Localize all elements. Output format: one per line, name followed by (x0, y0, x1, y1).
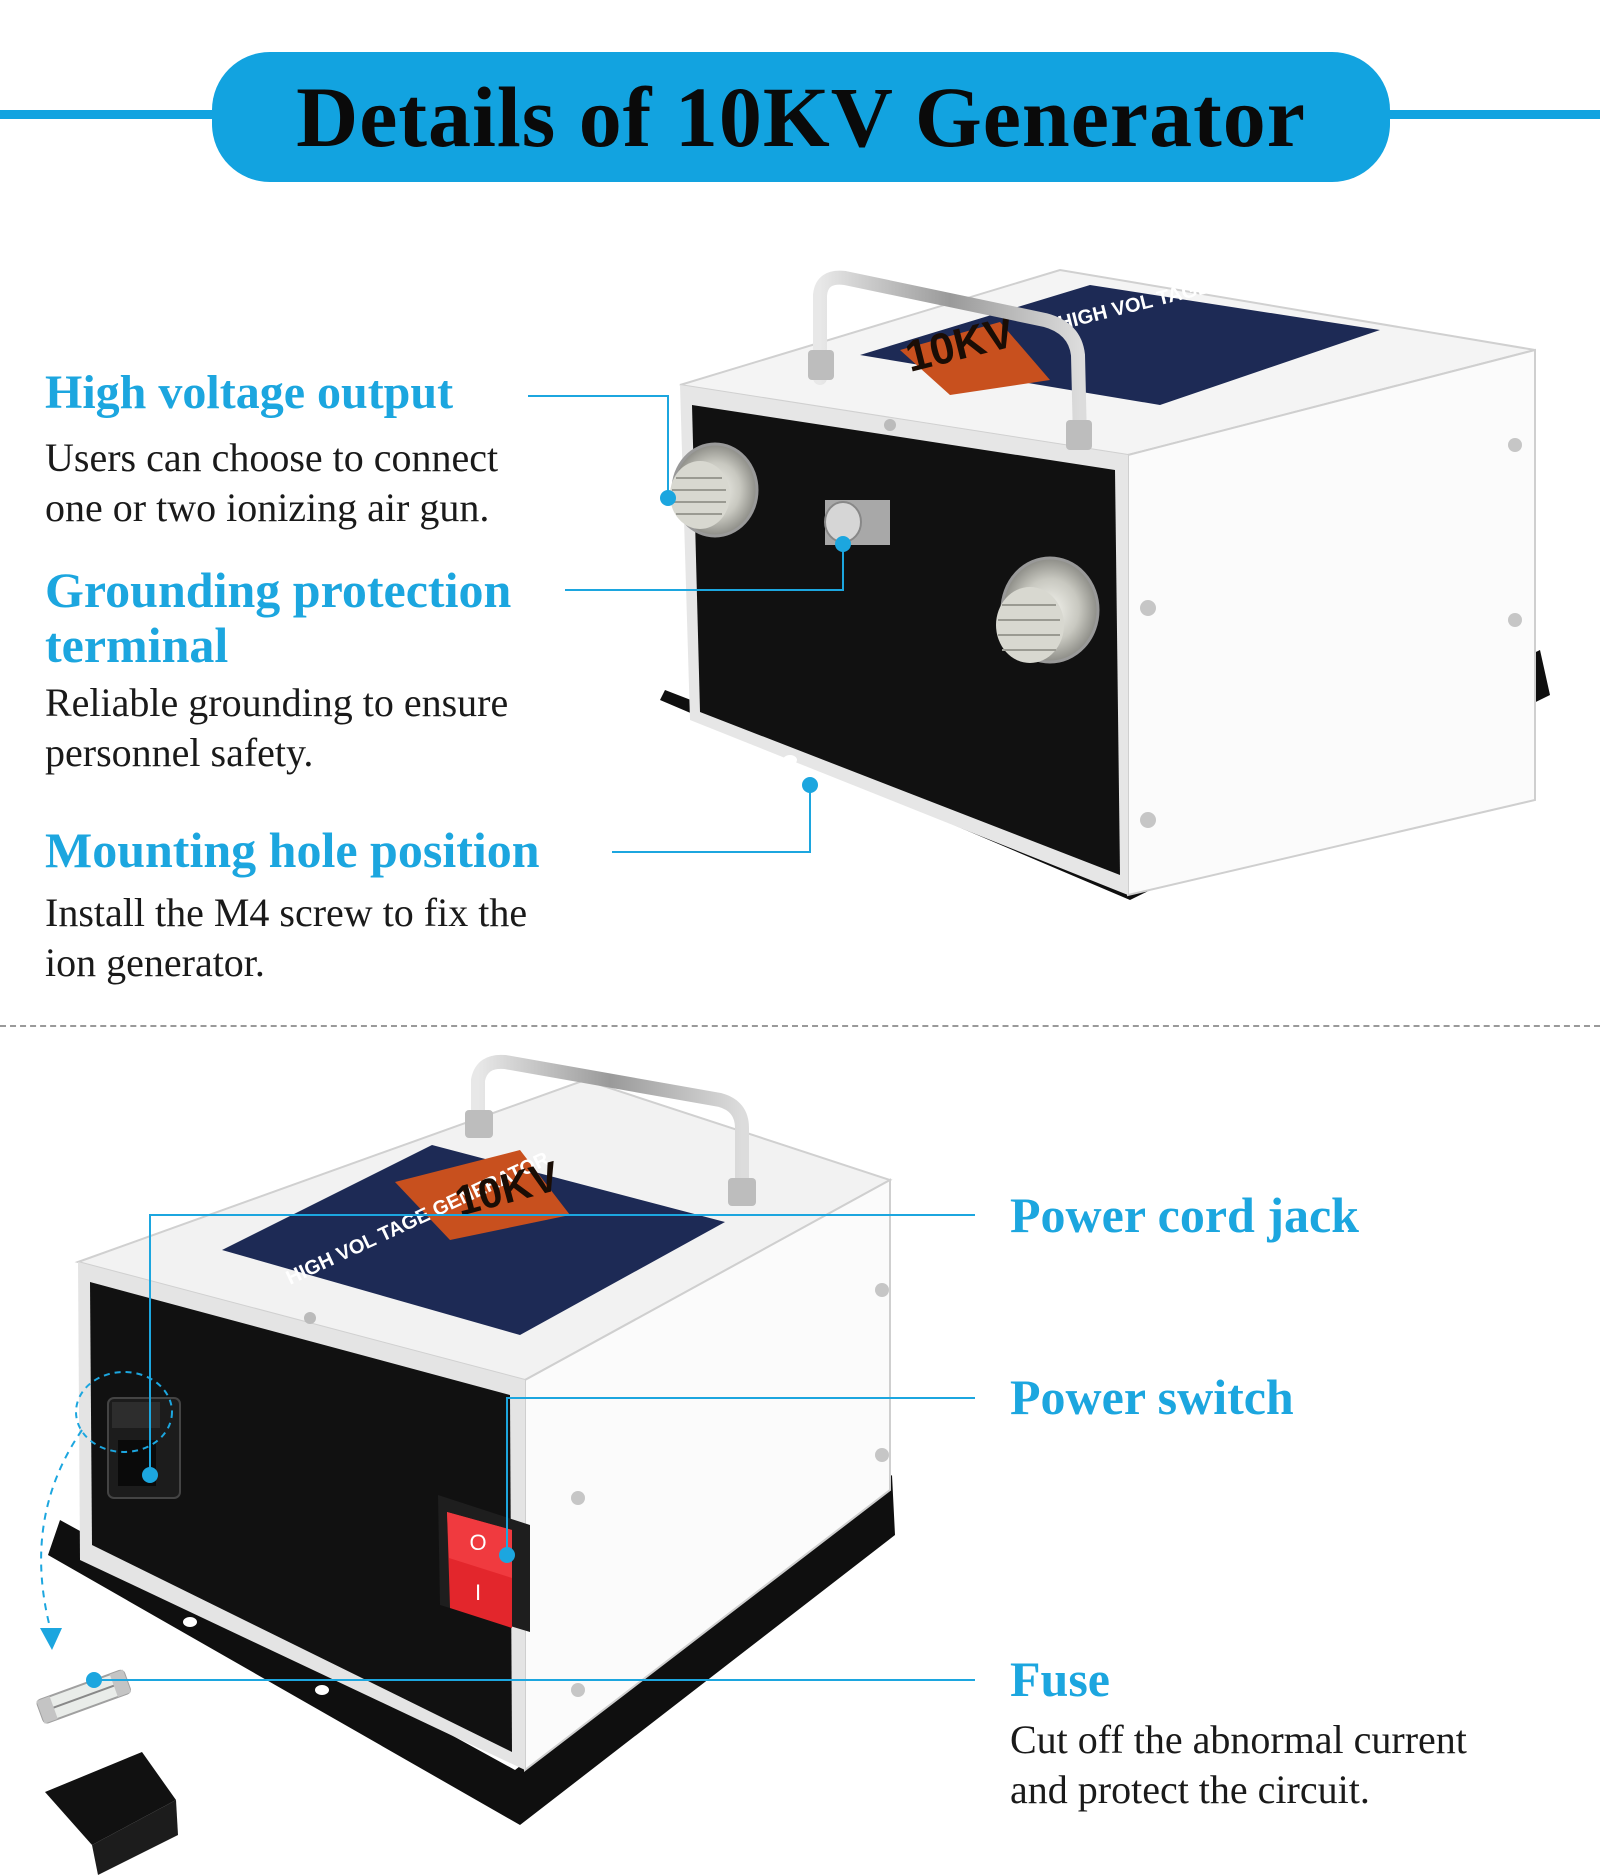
feature-heading-grounding-protection: Grounding protection (45, 562, 512, 618)
feature-desc-line: and protect the circuit. (1010, 1767, 1370, 1812)
feature-desc-line: Install the M4 screw to fix the (45, 890, 528, 935)
callout-dot-icon (142, 1467, 158, 1483)
banner-line-left (0, 110, 230, 119)
fuse-image (36, 1669, 178, 1875)
switch-on-symbol: I (475, 1580, 481, 1605)
feature-heading-power-switch: Power switch (1010, 1369, 1294, 1425)
feature-heading-power-cord-jack: Power cord jack (1010, 1187, 1359, 1243)
feature-heading-grounding-protection-line2: terminal (45, 617, 229, 673)
top-callouts (528, 395, 844, 853)
feature-desc-line: ion generator. (45, 940, 265, 985)
section-divider (0, 1025, 1600, 1027)
feature-desc-line: personnel safety. (45, 730, 314, 775)
page-title: Details of 10KV Generator (296, 69, 1306, 165)
feature-desc-line: one or two ionizing air gun. (45, 485, 490, 530)
callout-dot-icon (660, 490, 676, 506)
generator-bottom-image: HIGH VOL TAGE GENERATOR 10KV O I (48, 1054, 895, 1825)
title-banner: Details of 10KV Generator (212, 52, 1390, 182)
banner-line-right (1370, 110, 1600, 119)
feature-desc-line: Users can choose to connect (45, 435, 499, 480)
bottom-callouts (94, 1214, 975, 1681)
generator-top-image: HIGH VOL TAGE GENERATOR 10KV (660, 244, 1550, 900)
callout-dot-icon (86, 1672, 102, 1688)
feature-desc-line: Reliable grounding to ensure (45, 680, 509, 725)
callout-dot-icon (835, 536, 851, 552)
curved-arrow-icon (40, 1429, 83, 1636)
feature-heading-fuse: Fuse (1010, 1651, 1110, 1707)
feature-desc-line: Cut off the abnormal current (1010, 1717, 1467, 1762)
feature-heading-mounting-hole: Mounting hole position (45, 822, 540, 878)
feature-heading-high-voltage-output: High voltage output (45, 366, 454, 419)
switch-off-symbol: O (469, 1530, 486, 1555)
callout-dot-icon (499, 1547, 515, 1563)
callout-dot-icon (802, 777, 818, 793)
